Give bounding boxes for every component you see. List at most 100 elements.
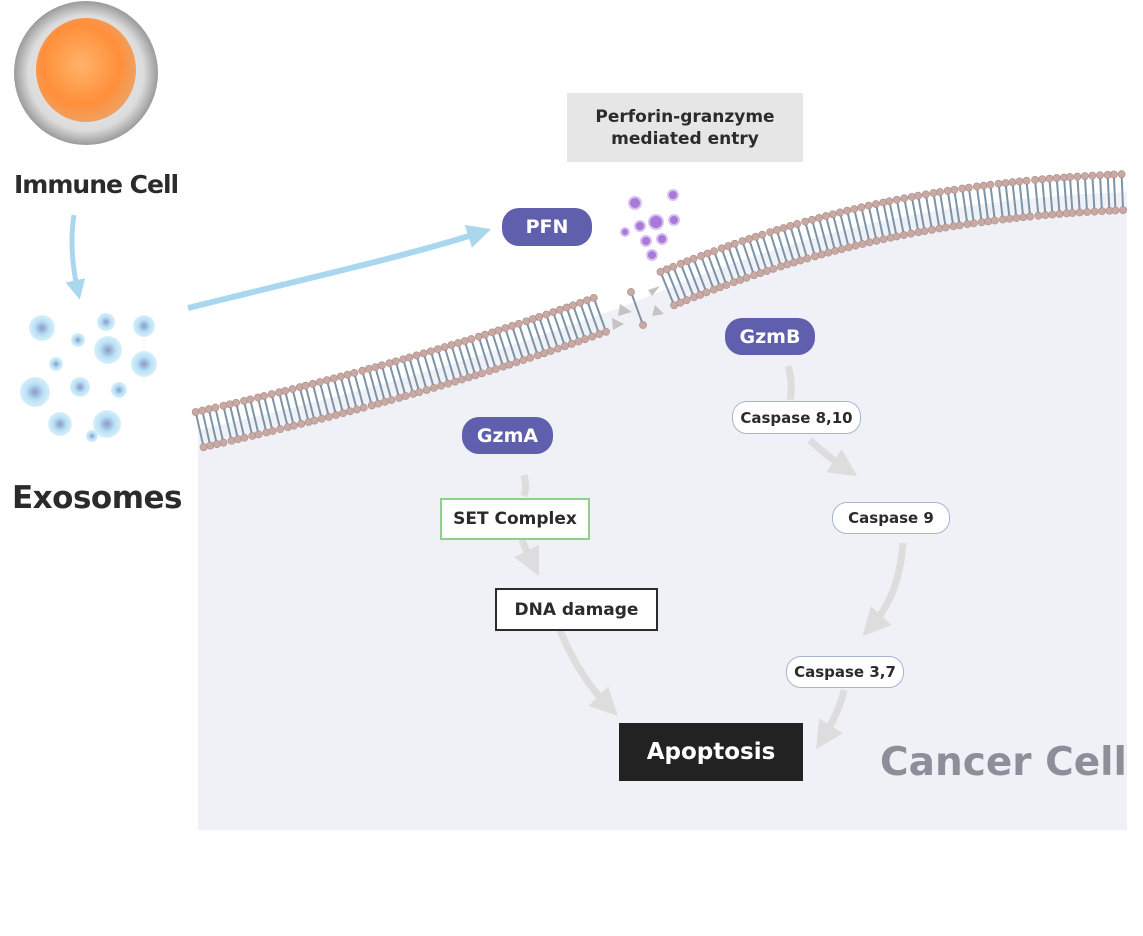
lipid-tail xyxy=(572,304,586,340)
lipid-tail xyxy=(207,408,218,445)
entry-box-line1: Perforin-granzyme xyxy=(595,106,775,127)
lipid-tail xyxy=(967,187,975,224)
lipid-head xyxy=(772,226,781,234)
lipid-head xyxy=(803,254,812,263)
lipid-head xyxy=(783,260,792,269)
lipid-tail xyxy=(538,316,552,352)
lipid-head xyxy=(879,235,888,244)
gzmb-pill: GzmB xyxy=(725,318,815,355)
lipid-head xyxy=(682,296,691,305)
lipid-head xyxy=(359,403,368,412)
lipid-head xyxy=(1005,214,1014,223)
lipid-head xyxy=(1096,171,1104,180)
lipid-tail xyxy=(1025,180,1032,217)
lipid-tail xyxy=(565,307,580,342)
lipid-head xyxy=(358,366,367,375)
lipid-tail xyxy=(741,240,755,276)
lipid-head xyxy=(350,368,359,377)
granzyme-granules xyxy=(620,189,680,261)
lipid-head xyxy=(494,326,503,335)
lipid-head xyxy=(433,345,442,354)
lipid-tail xyxy=(932,192,941,229)
lipid-tail xyxy=(1063,177,1068,214)
lipid-head xyxy=(1041,211,1050,220)
lipid-head xyxy=(786,222,795,230)
lipid-head xyxy=(588,332,597,341)
lipid-tail xyxy=(706,253,722,288)
lipid-tail xyxy=(1004,182,1011,219)
lipid-head xyxy=(426,347,435,356)
lipid-head xyxy=(639,321,647,329)
lipid-head xyxy=(1052,174,1061,182)
lipid-tail xyxy=(214,407,225,443)
dna-damage-node: DNA damage xyxy=(495,588,658,631)
lipid-head xyxy=(1034,211,1043,220)
lipid-head xyxy=(969,219,978,228)
arrow-immune-to-exosomes xyxy=(65,214,86,300)
lipid-head xyxy=(1001,179,1010,187)
lipid-head xyxy=(1109,170,1118,179)
lipid-head xyxy=(219,401,228,410)
lipid-head xyxy=(1083,208,1091,216)
lipid-head xyxy=(574,337,583,346)
lipid-tail xyxy=(270,393,282,430)
lipid-head xyxy=(471,371,480,380)
lipid-head xyxy=(206,441,215,450)
lipid-tail xyxy=(938,191,947,228)
lipid-head xyxy=(553,344,562,353)
lipid-tail xyxy=(831,213,843,250)
lipid-tail xyxy=(818,217,830,253)
lipid-head xyxy=(288,385,297,393)
lipid-tail xyxy=(874,203,885,240)
lipid-head xyxy=(742,273,751,282)
lipid-tail xyxy=(332,378,344,414)
lipid-head xyxy=(936,188,944,196)
lipid-tail xyxy=(402,358,415,395)
lipid-head xyxy=(724,242,733,250)
lipid-head xyxy=(943,186,952,195)
lipid-head xyxy=(808,215,816,224)
pfn-pill: PFN xyxy=(502,208,592,246)
lipid-head xyxy=(689,254,698,263)
lipid-head xyxy=(512,358,521,367)
lipid-head xyxy=(851,241,860,250)
lipid-head xyxy=(315,378,324,386)
lipid-tail xyxy=(882,202,892,238)
lipid-head xyxy=(822,212,830,220)
lipid-head xyxy=(401,392,410,400)
lipid-head xyxy=(892,232,901,241)
lipid-head xyxy=(779,224,788,232)
lipid-head xyxy=(519,356,528,365)
lipid-tail xyxy=(586,299,601,335)
apoptosis-node: Apoptosis xyxy=(619,723,803,781)
lipid-head xyxy=(1012,214,1021,222)
lipid-tail xyxy=(1034,179,1040,216)
lipid-tail xyxy=(1011,182,1018,219)
lipid-head xyxy=(332,411,340,419)
lipid-head xyxy=(900,194,909,203)
lipid-tail xyxy=(975,186,983,223)
lipid-tail xyxy=(470,338,483,374)
lipid-tail xyxy=(720,248,735,283)
lipid-tail xyxy=(263,395,274,432)
lipid-head xyxy=(907,192,916,201)
lipid-head xyxy=(234,435,242,444)
lipid-head xyxy=(567,339,576,348)
lipid-head xyxy=(1088,171,1097,180)
lipid-head xyxy=(533,351,542,360)
lipid-head xyxy=(412,351,421,360)
lipid-head xyxy=(422,386,431,394)
lipid-tail xyxy=(839,212,850,248)
cancer-cell-label: Cancer Cell xyxy=(880,740,1127,785)
lipid-head xyxy=(990,216,999,225)
lipid-head xyxy=(843,206,851,215)
lipid-head xyxy=(212,440,221,449)
lipid-head xyxy=(289,421,298,430)
lipid-head xyxy=(254,430,263,439)
lipid-head xyxy=(444,379,453,388)
lipid-head xyxy=(790,258,798,267)
lipid-head xyxy=(1117,170,1126,179)
lipid-head xyxy=(227,436,236,445)
lipid-tail xyxy=(325,379,337,416)
lipid-tail xyxy=(679,263,695,298)
